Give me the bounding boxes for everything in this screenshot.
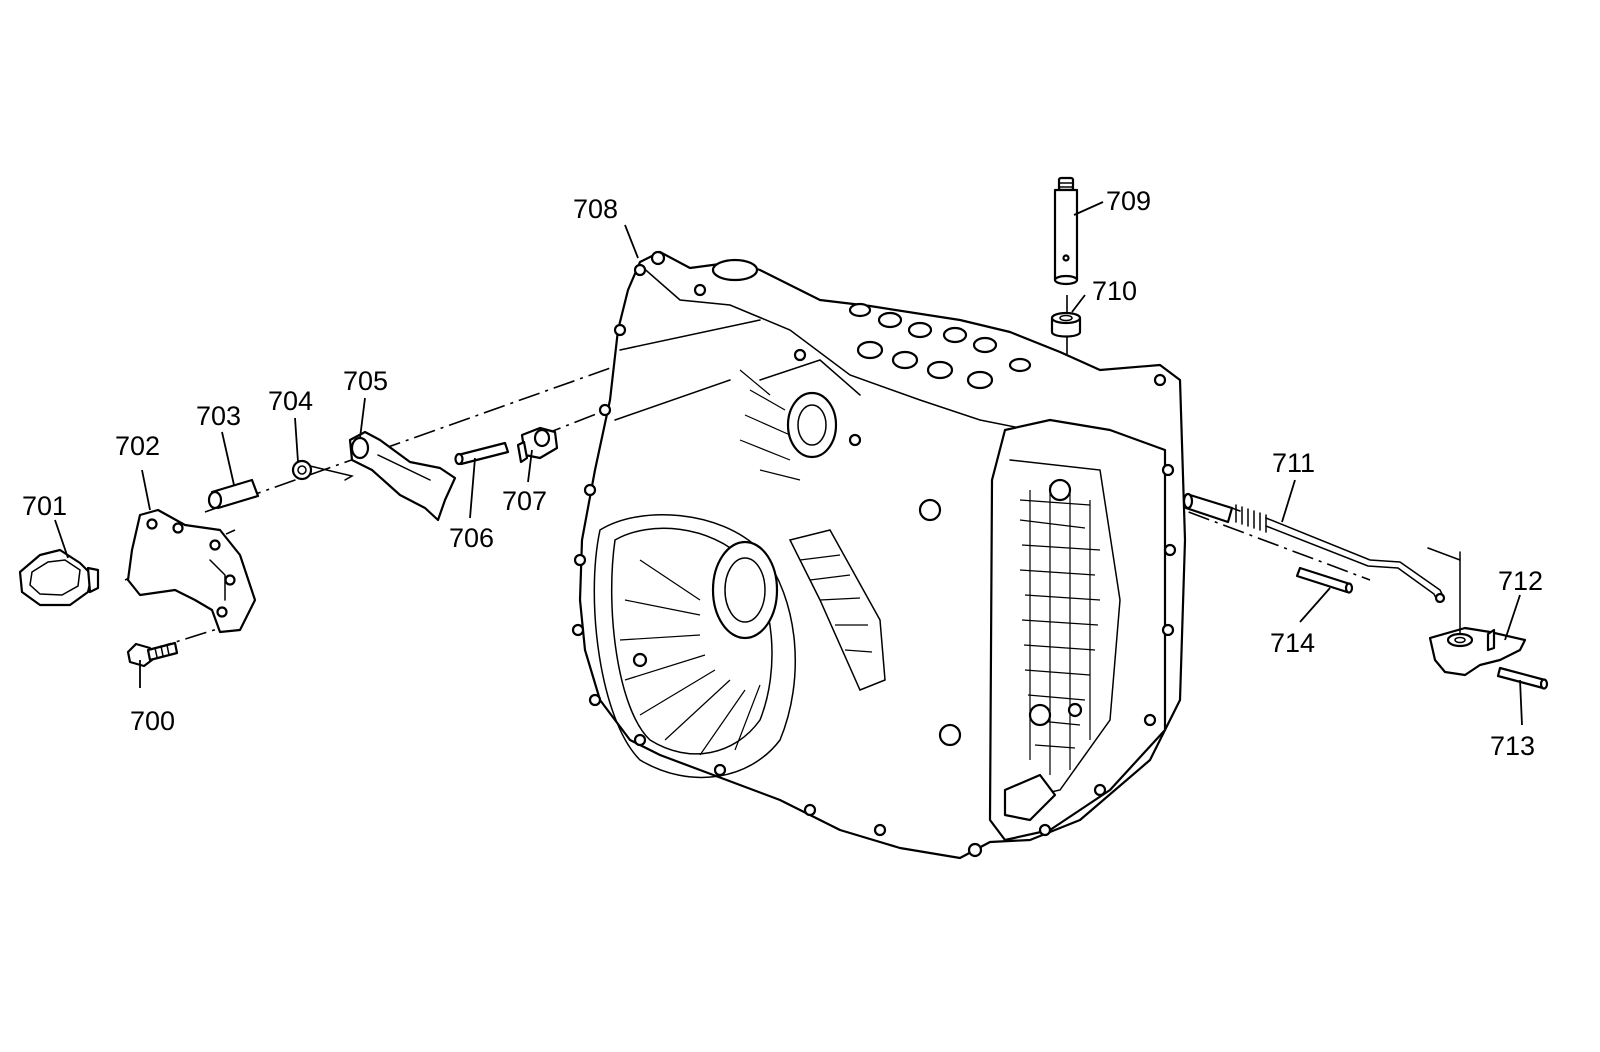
- seal-710: [1050, 311, 1082, 338]
- callout-706: 706: [449, 523, 494, 553]
- sleeve-703: [207, 478, 260, 510]
- callout-705: 705: [343, 366, 388, 396]
- shaft-709: [1053, 176, 1079, 286]
- callout-703: 703: [196, 401, 241, 431]
- rod-711: [1182, 492, 1446, 604]
- callout-708: 708: [573, 194, 618, 224]
- callout-704: 704: [268, 386, 313, 416]
- callout-711: 711: [1272, 448, 1315, 478]
- transmission-case: [571, 250, 1187, 860]
- side-flange-holes: [1038, 373, 1177, 837]
- callout-702: 702: [115, 431, 160, 461]
- valve-body-passages: [1019, 478, 1101, 775]
- pin-706: [454, 441, 510, 466]
- callout-labels: 700 701 702 703 704 705 706 707 708 709 …: [22, 186, 1543, 761]
- callout-714: 714: [1270, 628, 1315, 658]
- pin-714: [1295, 566, 1354, 594]
- callout-700: 700: [130, 706, 175, 736]
- callout-701: 701: [22, 491, 67, 521]
- cover-701: [18, 548, 100, 607]
- actuator-707: [516, 426, 559, 464]
- bracket-702: [126, 508, 257, 634]
- case-top-bosses: [711, 258, 1032, 390]
- callout-710: 710: [1092, 276, 1137, 306]
- bolt-700: [126, 641, 179, 668]
- spring-704: [291, 459, 355, 481]
- case-bolt-holes: [571, 250, 983, 858]
- callout-712: 712: [1498, 566, 1543, 596]
- callout-707: 707: [502, 486, 547, 516]
- leader-lines: [54, 201, 1523, 726]
- lever-705: [348, 430, 457, 522]
- callout-709: 709: [1106, 186, 1151, 216]
- detent-712: [1427, 547, 1527, 677]
- pin-713: [1496, 666, 1549, 690]
- callout-713: 713: [1490, 731, 1535, 761]
